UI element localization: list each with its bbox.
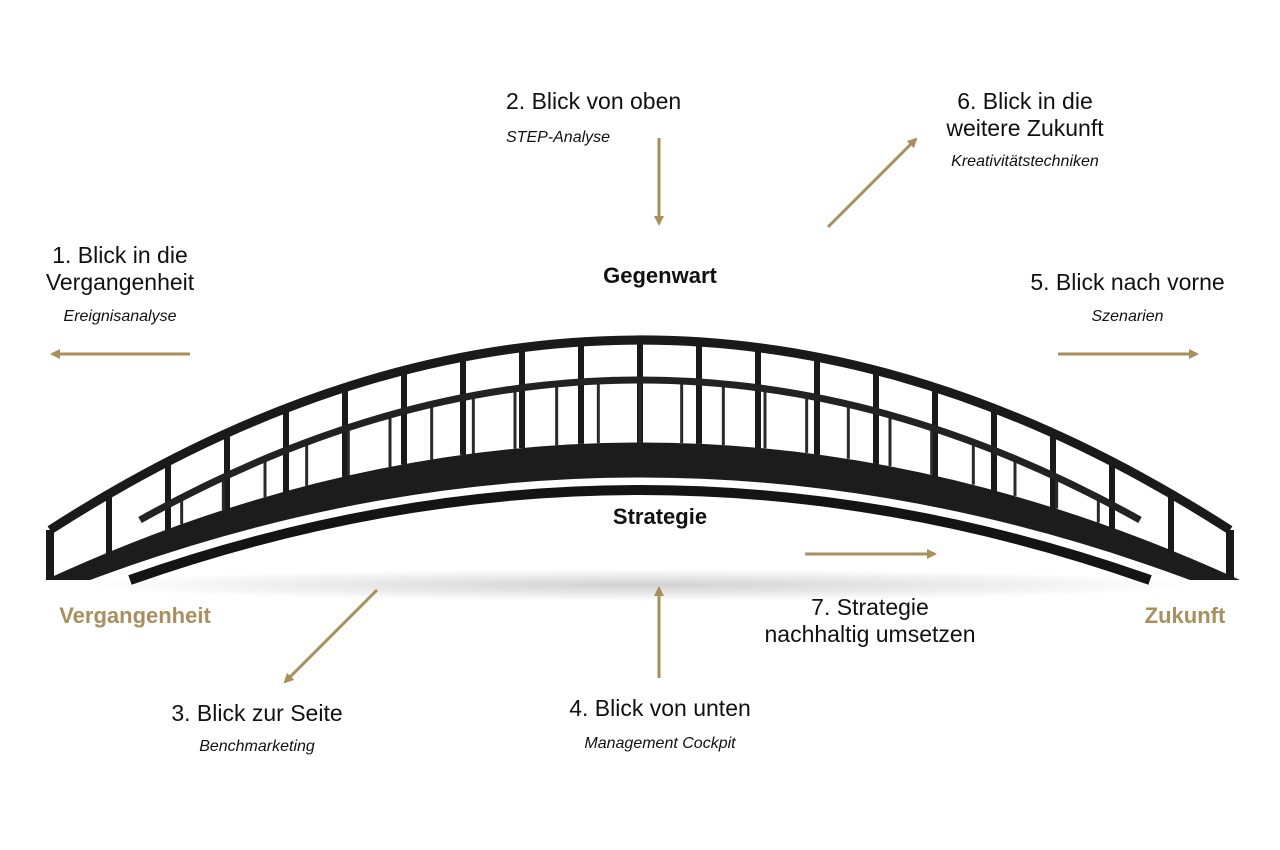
view-2: 2. Blick von oben STEP-Analyse (490, 88, 730, 148)
center-label-gegenwart: Gegenwart (603, 263, 717, 288)
view-3: 3. Blick zur Seite Benchmarketing (137, 700, 377, 757)
view-3-title: 3. Blick zur Seite (171, 700, 343, 726)
view-1-title-line-2: Vergangenheit (45, 269, 195, 295)
view-7-title-line-2: nachhaltig umsetzen (764, 621, 976, 647)
view-5-subtitle: Szenarien (1091, 308, 1164, 325)
view-7-title-line-1: 7. Strategie (811, 594, 929, 620)
center-label-strategie: Strategie (612, 504, 708, 529)
bridge-posts (46, 340, 1234, 580)
view-6-title-line-1: 6. Blick in die (957, 88, 1093, 114)
view-1-title-line-1: 1. Blick in die (52, 242, 188, 268)
anchor-zukunft: Zukunft (1144, 603, 1226, 628)
arrow-up-right (826, 137, 918, 229)
bridge-front-rail (47, 335, 1233, 534)
bridge-back-rail (138, 376, 1142, 524)
view-4: 4. Blick von unten Management Cockpit (530, 695, 790, 754)
anchor-vergangenheit: Vergangenheit (59, 603, 211, 628)
view-5-title: 5. Blick nach vorne (1030, 269, 1225, 295)
view-2-title: 2. Blick von oben (506, 88, 682, 114)
view-6-subtitle: Kreativitätstechniken (951, 153, 1099, 170)
view-4-subtitle: Management Cockpit (584, 735, 736, 752)
bridge-underarch (128, 485, 1152, 585)
view-5: 5. Blick nach vorne Szenarien (1005, 269, 1250, 327)
view-2-subtitle: STEP-Analyse (506, 129, 611, 146)
view-3-subtitle: Benchmarketing (199, 738, 315, 755)
view-1: 1. Blick in die Vergangenheit Ereignisan… (10, 242, 230, 327)
view-7: 7. Strategie nachhaltig umsetzen (735, 594, 1005, 648)
view-6-title-line-2: weitere Zukunft (946, 115, 1104, 141)
arrow-down-left (283, 588, 379, 684)
ground-shadow (80, 569, 1200, 601)
view-4-title: 4. Blick von unten (569, 695, 751, 721)
view-1-subtitle: Ereignisanalyse (63, 308, 177, 325)
view-6: 6. Blick in die weitere Zukunft Kreativi… (905, 88, 1145, 172)
bridge-illustration (45, 335, 1240, 585)
